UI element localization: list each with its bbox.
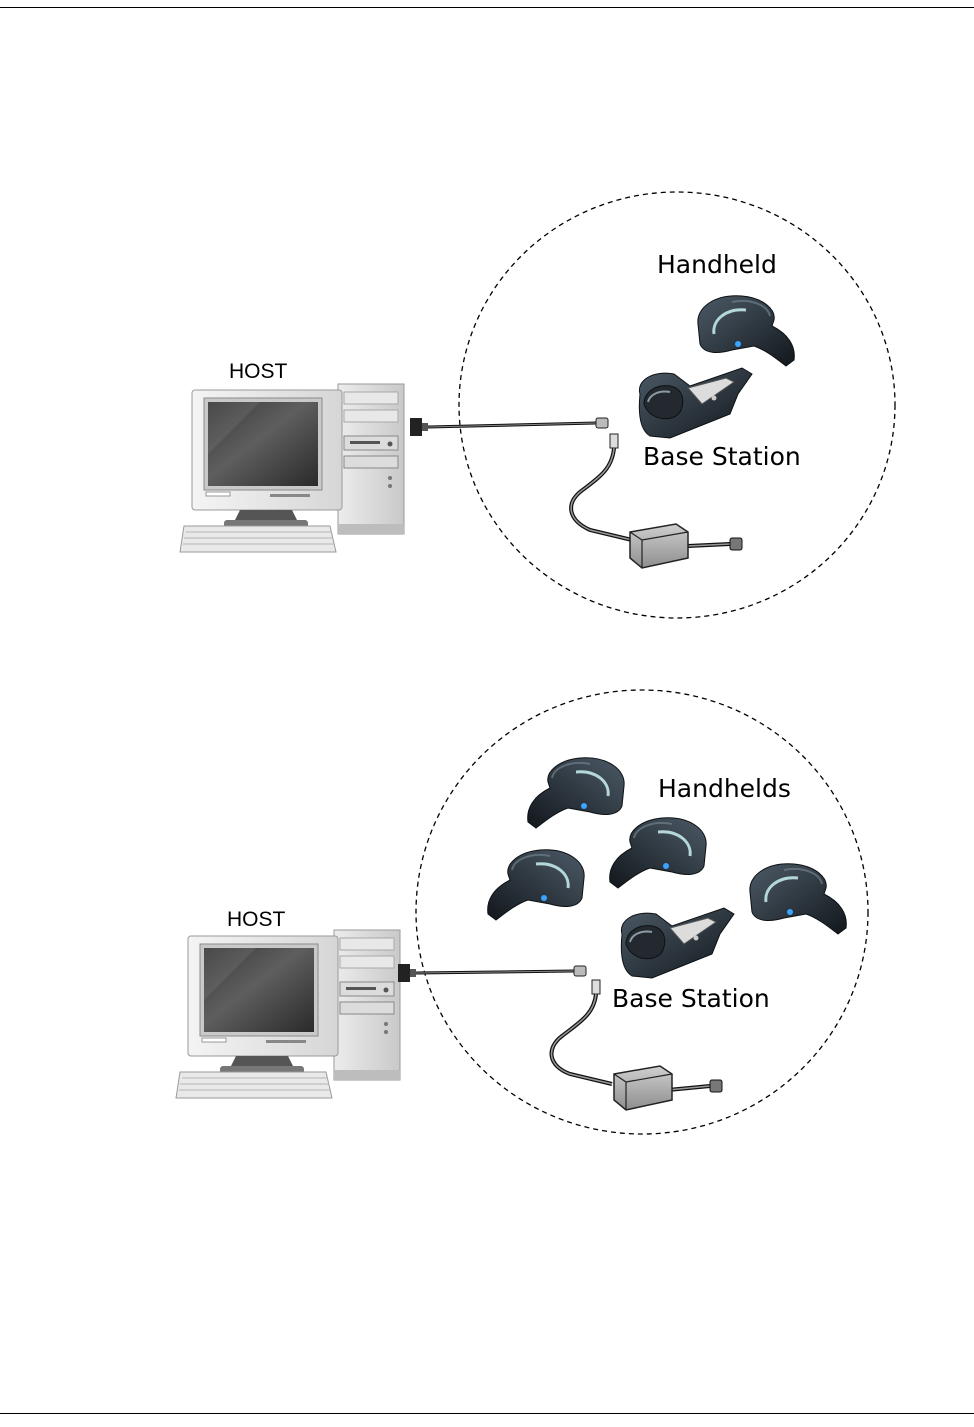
diagram-single-handheld: HOST Handheld Base Station — [180, 192, 895, 618]
handheld-scanner-icon — [610, 818, 706, 888]
power-plug-icon — [710, 1080, 722, 1092]
base-station-icon — [621, 908, 734, 978]
power-supply-icon — [630, 524, 688, 568]
host-label: HOST — [227, 908, 286, 931]
host-cable — [410, 418, 608, 436]
diagram-multiple-handhelds: HOST Handhelds Base Station — [176, 690, 868, 1134]
base-station-label: Base Station — [612, 984, 770, 1013]
power-supply-icon — [614, 1066, 672, 1110]
host-computer-icon — [176, 930, 400, 1098]
base-station-label: Base Station — [643, 442, 801, 471]
handheld-scanner-icon — [528, 758, 624, 828]
host-computer-icon — [180, 384, 404, 552]
handheld-scanner-icon — [488, 850, 584, 920]
handheld-scanner-icon — [698, 296, 794, 366]
power-plug-icon — [730, 538, 742, 550]
handheld-label: Handheld — [657, 250, 777, 279]
handheld-scanner-icon — [750, 864, 846, 934]
host-cable — [398, 964, 586, 982]
host-label: HOST — [229, 360, 288, 383]
base-station-icon — [639, 368, 752, 438]
handhelds-label: Handhelds — [658, 774, 791, 803]
